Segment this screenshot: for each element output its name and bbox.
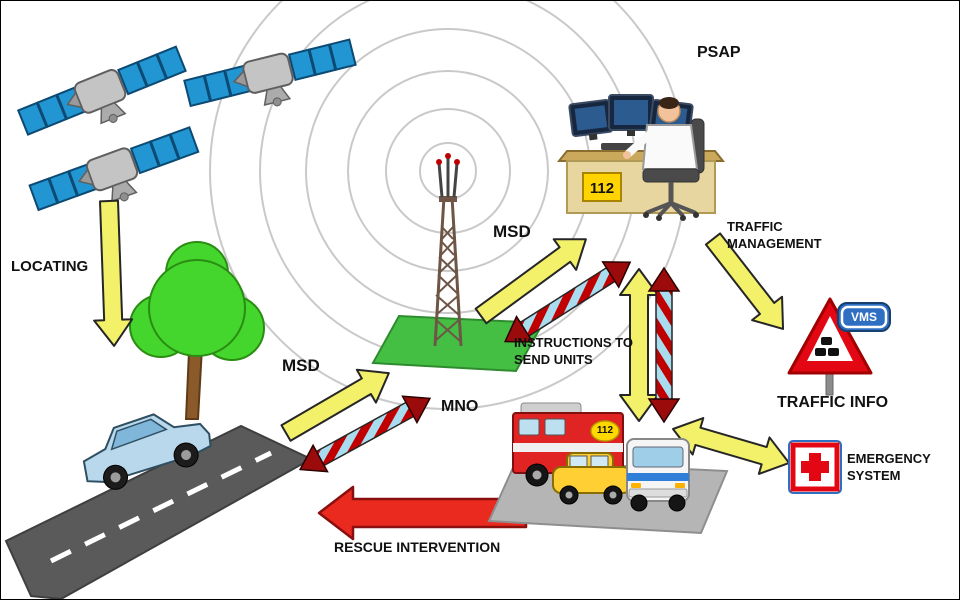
emergency-vehicles (487, 402, 729, 535)
monitor-icon (568, 99, 614, 141)
label-msd-psap: MSD (493, 222, 531, 241)
yellow-car-icon (552, 452, 632, 505)
data-link-arrow-psap-units (647, 266, 681, 424)
satellite-icon (182, 35, 362, 128)
msd-arrow-car-to-tower (280, 368, 390, 442)
road (4, 424, 314, 599)
label-rescue-intervention: RESCUE INTERVENTION (334, 539, 501, 555)
label-locating: LOCATING (11, 258, 89, 275)
label-truck-112: 112 (596, 425, 614, 436)
crashed-car-icon (82, 413, 212, 490)
tree-icon (129, 241, 265, 420)
psap-112-sign (582, 172, 622, 202)
rescue-intervention-arrow (317, 485, 528, 541)
label-mno: MNO (441, 398, 479, 415)
label-msd-car: MSD (282, 356, 320, 375)
label-traffic-management: TRAFFIC MANAGEMENT (727, 219, 822, 251)
label-traffic-info: TRAFFIC INFO (777, 394, 889, 411)
psap-units-arrow (619, 268, 659, 422)
monitor-icon (608, 94, 654, 136)
ambulance-van-icon (626, 438, 690, 512)
operator-icon (623, 97, 705, 221)
label-vms: VMS (850, 310, 877, 324)
data-link-arrow-tower-psap (503, 261, 632, 343)
traffic-management-arrow (704, 232, 785, 330)
label-emergency-system: EMERGENCY SYSTEM (847, 451, 931, 483)
emergency-cross-icon (788, 440, 842, 494)
msd-arrow-tower-to-psap (474, 238, 587, 325)
data-link-arrow-car-tower (298, 395, 432, 473)
vms-sign-icon (837, 302, 891, 332)
traffic-sign-icon (787, 297, 873, 396)
cell-tower-icon (433, 153, 463, 347)
locating-arrow (93, 199, 134, 347)
psap-workstation-icon (556, 94, 726, 221)
label-instructions: INSTRUCTIONS TO SEND UNITS (514, 335, 633, 367)
label-psap: PSAP (697, 44, 741, 61)
label-psap-112: 112 (589, 180, 615, 197)
